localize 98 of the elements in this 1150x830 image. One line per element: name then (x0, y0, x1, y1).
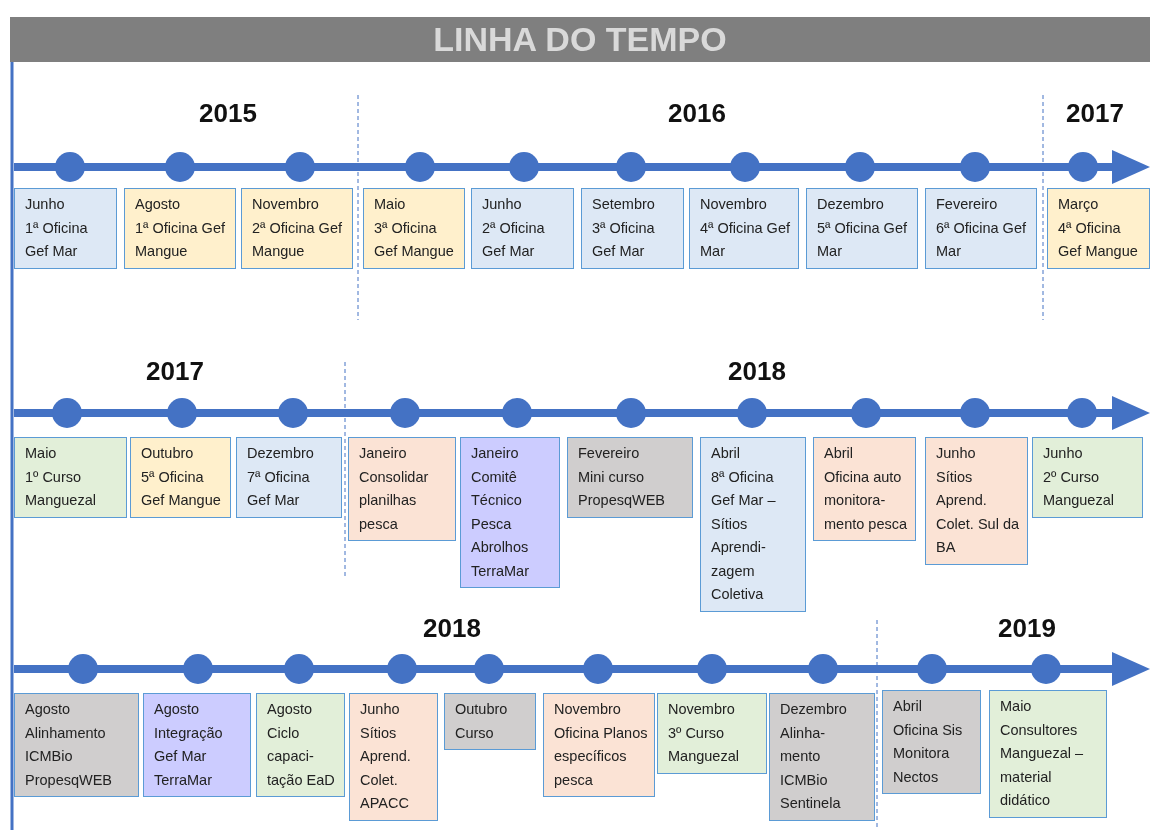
event-card (349, 693, 438, 821)
event-text: Mini curso PropesqWEB (578, 467, 667, 510)
event-text: 2ª Oficina Gef Mar (482, 218, 546, 261)
month-label: Novembro (700, 195, 768, 214)
event-text: 2º Curso Manguezal (1043, 467, 1115, 510)
event-card (143, 693, 251, 797)
event-text: 2ª Oficina Gef Mangue (252, 218, 343, 261)
year-label: 2017 (146, 356, 204, 387)
month-label: Outubro (455, 700, 509, 719)
event-text: Consolidar planilhas pesca (359, 467, 430, 534)
event-text: Oficina Sis Monitora Nectos (893, 720, 964, 787)
event-card (925, 437, 1028, 565)
month-label: Agosto (25, 700, 72, 719)
month-label: Junho (360, 700, 401, 719)
event-card (689, 188, 799, 269)
month-label: Maio (1000, 697, 1033, 716)
year-label: 2018 (728, 356, 786, 387)
event-text: 4ª Oficina Gef Mar (700, 218, 791, 261)
event-card (543, 693, 655, 797)
month-label: Janeiro (359, 444, 408, 463)
month-label: Setembro (592, 195, 656, 214)
year-label: 2018 (423, 613, 481, 644)
event-card (1032, 437, 1143, 518)
month-label: Agosto (154, 700, 201, 719)
month-label: Novembro (668, 700, 736, 719)
event-card (14, 693, 139, 797)
event-card (925, 188, 1037, 269)
event-text: Alinhamento ICMBio PropesqWEB (25, 723, 114, 790)
event-card (460, 437, 560, 588)
year-label: 2019 (998, 613, 1056, 644)
event-card (256, 693, 345, 797)
event-text: 7ª Oficina Gef Mar (247, 467, 311, 510)
event-card (363, 188, 465, 269)
month-label: Novembro (554, 700, 622, 719)
event-card (581, 188, 684, 269)
event-card (813, 437, 916, 541)
event-card (241, 188, 353, 269)
event-card (236, 437, 342, 518)
month-label: Janeiro (471, 444, 520, 463)
event-text: 1ª Oficina Gef Mangue (135, 218, 226, 261)
month-label: Abril (711, 444, 741, 463)
event-text: Consultores Manguezal – material didático (1000, 720, 1085, 810)
event-text: Comitê Técnico Pesca Abrolhos TerraMar (471, 467, 530, 581)
month-label: Agosto (135, 195, 182, 214)
month-label: Dezembro (780, 700, 848, 719)
event-card (657, 693, 767, 774)
month-label: Dezembro (247, 444, 315, 463)
event-text: Oficina auto monitora- mento pesca (824, 467, 909, 534)
event-card (882, 690, 981, 794)
event-text: 1º Curso Manguezal (25, 467, 97, 510)
month-label: Junho (25, 195, 66, 214)
month-label: Dezembro (817, 195, 885, 214)
event-card (567, 437, 693, 518)
month-label: Agosto (267, 700, 314, 719)
event-card (1047, 188, 1150, 269)
event-text: 3ª Oficina Gef Mar (592, 218, 656, 261)
event-text: 3ª Oficina Gef Mangue (374, 218, 455, 261)
event-text: Alinha- mento ICMBio Sentinela (780, 723, 842, 813)
event-text: 6ª Oficina Gef Mar (936, 218, 1027, 261)
month-label: Outubro (141, 444, 195, 463)
event-card (444, 693, 536, 750)
event-text: Ciclo capaci- tação EaD (267, 723, 336, 790)
month-label: Junho (482, 195, 523, 214)
event-text: Integração Gef Mar TerraMar (154, 723, 224, 790)
event-card (348, 437, 456, 541)
event-card (14, 437, 127, 518)
event-card (700, 437, 806, 612)
event-text: Sítios Aprend. Colet. APACC (360, 723, 412, 813)
event-text: 1ª Oficina Gef Mar (25, 218, 89, 261)
year-label: 2015 (199, 98, 257, 129)
event-text: 4ª Oficina Gef Mangue (1058, 218, 1139, 261)
month-label: Novembro (252, 195, 320, 214)
month-label: Março (1058, 195, 1100, 214)
month-label: Fevereiro (936, 195, 999, 214)
event-card (806, 188, 918, 269)
event-card (130, 437, 231, 518)
month-label: Abril (824, 444, 854, 463)
event-text: Sítios Aprend. Colet. Sul da BA (936, 467, 1021, 557)
event-card (124, 188, 236, 269)
event-card (769, 693, 875, 821)
event-text: Oficina Planos específicos pesca (554, 723, 648, 790)
event-card (471, 188, 574, 269)
month-label: Fevereiro (578, 444, 641, 463)
year-label: 2017 (1066, 98, 1124, 129)
month-label: Junho (936, 444, 977, 463)
event-text: 8ª Oficina Gef Mar – Sítios Aprendi- zagem Coletiva (711, 467, 777, 604)
month-label: Maio (374, 195, 407, 214)
title-banner: LINHA DO TEMPO (10, 17, 1150, 62)
event-card (14, 188, 117, 269)
month-label: Junho (1043, 444, 1084, 463)
year-label: 2016 (668, 98, 726, 129)
month-label: Abril (893, 697, 923, 716)
event-text: 3º Curso Manguezal (668, 723, 740, 766)
event-card (989, 690, 1107, 818)
month-label: Maio (25, 444, 58, 463)
event-text: Curso (455, 723, 495, 743)
event-text: 5ª Oficina Gef Mar (817, 218, 908, 261)
event-text: 5ª Oficina Gef Mangue (141, 467, 222, 510)
